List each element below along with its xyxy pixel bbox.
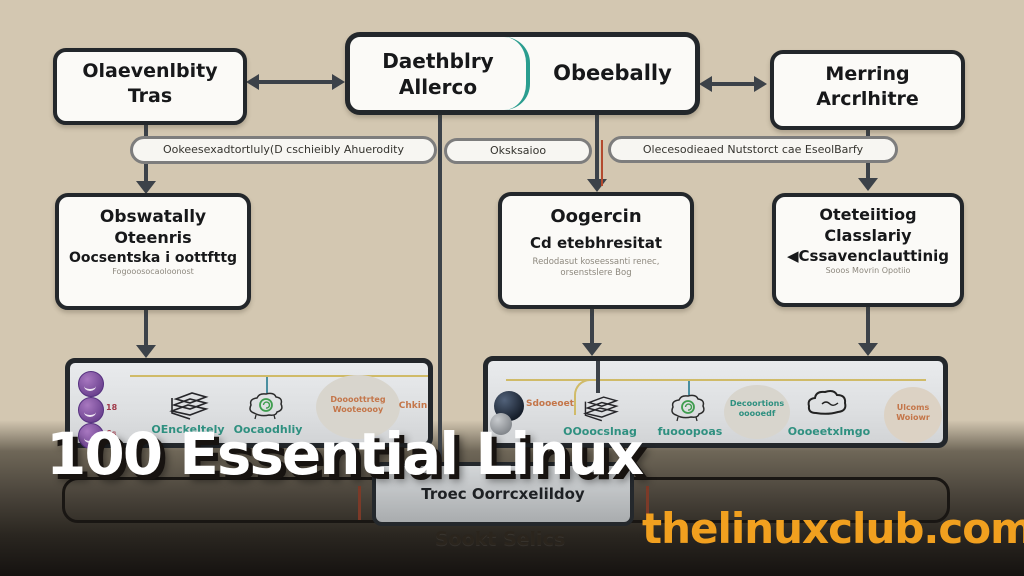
timeline-curve bbox=[574, 379, 592, 415]
connector-line bbox=[866, 298, 870, 344]
arrow-down-icon bbox=[858, 343, 878, 356]
item-label: Oooeetxlmgo bbox=[787, 425, 871, 438]
drop-line bbox=[688, 381, 690, 395]
arrow-down-icon bbox=[136, 181, 156, 194]
node-subtext: Sooos Movrin Opotiio bbox=[825, 266, 911, 276]
footer-red-tick bbox=[646, 486, 649, 520]
timeline-line bbox=[506, 379, 926, 381]
connector-line bbox=[255, 80, 339, 84]
ellipse-text: Decoortions ooooedf bbox=[724, 399, 790, 420]
node-text: Oocsentska i oottfttg bbox=[68, 249, 238, 266]
ellipse-line: ooooedf bbox=[738, 409, 776, 419]
ellipse-line: Decoortions bbox=[729, 399, 785, 408]
node-metrics-architecture: Merring Arcrlhitre bbox=[770, 50, 965, 130]
node-observability-traces: Olaevenlbity Tras bbox=[53, 48, 247, 125]
website-url: thelinuxclub.com bbox=[642, 504, 1024, 553]
orb-badge: 18 bbox=[106, 403, 118, 412]
node-text: ◀Cssavenclauttinig bbox=[786, 246, 950, 265]
item-label: OOoocslnag bbox=[563, 425, 637, 438]
footer-red-tick bbox=[358, 486, 361, 520]
ellipse-text: Doooottrteg Wooteoooy bbox=[316, 395, 400, 416]
arrow-right-icon bbox=[332, 74, 345, 90]
lead-label: Sdooeoet bbox=[526, 399, 574, 409]
node-text: Olaevenlbity bbox=[82, 60, 218, 82]
connector-red-accent bbox=[601, 140, 603, 186]
purple-orb-icon bbox=[78, 397, 104, 423]
node-text: Classlariy bbox=[824, 225, 912, 245]
arrow-down-icon bbox=[858, 178, 878, 191]
node-orchestration: Oogercin Cd etebhresitat Redodasut kosee… bbox=[498, 192, 694, 309]
node-operating-observability: Oteteiitiog Classlariy ◀Cssavenclauttini… bbox=[772, 193, 964, 307]
layers-stack-icon bbox=[582, 396, 619, 422]
connector-line-long bbox=[438, 113, 442, 465]
purple-orb-icon bbox=[78, 371, 104, 397]
node-subtext: orsenstslere Bog bbox=[560, 267, 632, 278]
node-text: Daethblry bbox=[382, 48, 494, 73]
cloud-sketch-icon bbox=[807, 390, 847, 415]
ellipse-line: Ulcoms bbox=[896, 403, 930, 412]
icon-panel-left: 18 6s OEnckeltely Oocaodhliy Doooottrteg… bbox=[65, 358, 433, 449]
node-text: Oogercin bbox=[550, 206, 642, 227]
edge-label-center: Oksksaioo bbox=[444, 138, 592, 164]
ellipse-text: Ulcoms Woiowr bbox=[884, 403, 942, 424]
node-text: Tras bbox=[127, 84, 173, 107]
purple-orb-icon bbox=[78, 423, 104, 449]
node-text: Allerco bbox=[398, 74, 478, 99]
connector-line bbox=[708, 82, 760, 86]
sheep-recycle-icon bbox=[249, 392, 283, 420]
node-text: Obeebally bbox=[553, 60, 672, 85]
page-title: 100 Essential Linux bbox=[46, 420, 644, 488]
node-text: Cd etebhresitat bbox=[529, 234, 662, 253]
item-label: OEnckeltely bbox=[151, 423, 225, 436]
node-left-half: Daethblry Allerco bbox=[350, 37, 530, 110]
drop-line bbox=[596, 361, 600, 393]
gray-sphere-icon bbox=[490, 413, 512, 435]
ellipse-line: Doooottrteg bbox=[330, 395, 386, 404]
arrow-down-icon bbox=[136, 345, 156, 358]
node-text: Oteenris bbox=[114, 228, 192, 248]
connector-line bbox=[595, 113, 599, 179]
arrow-left-icon bbox=[699, 76, 712, 92]
note-ellipse: Doooottrteg Wooteoooy bbox=[316, 375, 400, 439]
arrow-left-icon bbox=[246, 74, 259, 90]
note-ellipse: Ulcoms Woiowr bbox=[884, 387, 942, 443]
timeline-line bbox=[130, 375, 428, 377]
node-dashboard-alerting: Daethblry Allerco Obeebally bbox=[345, 32, 700, 115]
node-text: Merring bbox=[825, 63, 910, 85]
layers-stack-icon bbox=[169, 392, 209, 420]
edge-label-left: Ookeesexadtortluly(D cschieibly Ahuerodi… bbox=[130, 136, 437, 164]
orb-badge: 6s bbox=[106, 429, 117, 438]
trace-observability-box: Troec Oorrcxelildoy bbox=[372, 462, 634, 526]
node-subtext: Redodasut koseessanti renec, bbox=[532, 256, 660, 267]
node-text: Arcrlhitre bbox=[816, 87, 919, 110]
footer-caption: Sookt Selics bbox=[434, 528, 566, 550]
connector-line bbox=[144, 301, 148, 347]
connector-line bbox=[590, 300, 594, 345]
drop-line bbox=[266, 377, 268, 393]
node-observability-metrics: Obswatally Oteenris Oocsentska i oottftt… bbox=[55, 193, 251, 310]
node-subtext: Fogooosocaoloonost bbox=[112, 267, 194, 277]
item-label: Oocaodhliy bbox=[233, 423, 303, 436]
ellipse-line: Woiowr bbox=[896, 413, 930, 423]
arrow-right-icon bbox=[754, 76, 767, 92]
sheep-recycle-icon bbox=[671, 394, 705, 422]
side-label: Chkin bbox=[398, 401, 428, 411]
node-text: Obswatally bbox=[99, 207, 207, 227]
node-text: Oteteiitiog bbox=[819, 205, 917, 224]
icon-panel-right: Sdooeoet OOoocslnag fuooopoas Decoortion… bbox=[483, 356, 948, 448]
item-label: fuooopoas bbox=[657, 425, 723, 438]
note-ellipse: Decoortions ooooedf bbox=[724, 385, 790, 439]
ellipse-line: Wooteoooy bbox=[332, 405, 384, 415]
edge-label-right: Olecesodieaed Nutstorct cae EseolBarfy bbox=[608, 136, 898, 163]
arrow-down-icon bbox=[582, 343, 602, 356]
node-right-half: Obeebally bbox=[530, 37, 695, 110]
arrow-down-icon bbox=[587, 179, 607, 192]
